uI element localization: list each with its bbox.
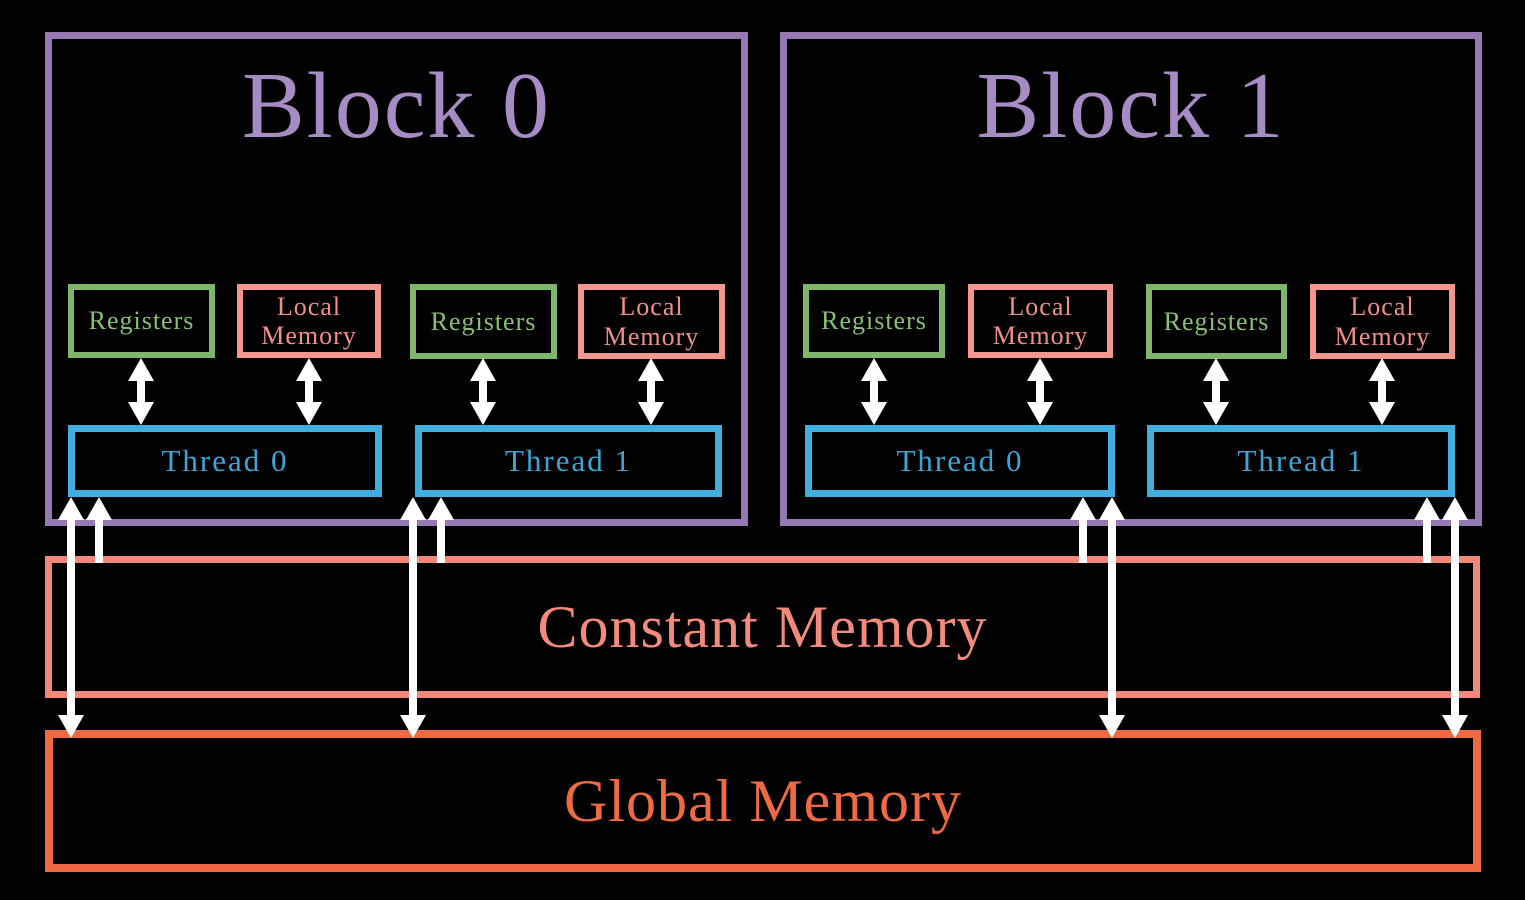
arrow-shaft <box>479 375 487 408</box>
registers-label: Registers <box>430 306 537 336</box>
arrow-shaft <box>1108 514 1116 721</box>
arrow-b0-registers1-thread1 <box>470 358 496 425</box>
arrow-shaft <box>137 375 145 408</box>
arrowhead-up-icon <box>58 497 84 520</box>
arrow-shaft <box>305 375 313 408</box>
arrowhead-up-icon <box>128 358 154 381</box>
arrowhead-up-icon <box>1099 497 1125 520</box>
arrowhead-down-icon <box>1099 715 1125 738</box>
arrow-shaft <box>409 514 417 721</box>
block-1-thread-0-box: Thread 0 <box>805 425 1115 497</box>
block-0-thread-0-box: Thread 0 <box>68 425 382 497</box>
arrowhead-down-icon <box>1369 402 1395 425</box>
arrow-shaft <box>1036 375 1044 408</box>
arrow-shaft <box>95 514 103 563</box>
arrowhead-down-icon <box>296 402 322 425</box>
arrow-b0-localmem0-thread0 <box>296 358 322 425</box>
arrow-constant-memory-b1-thread1 <box>1414 497 1440 563</box>
arrowhead-down-icon <box>861 402 887 425</box>
block-0-thread-1-registers-box: Registers <box>410 284 557 359</box>
arrow-b0-thread0-global-memory <box>58 497 84 738</box>
thread-label: Thread 0 <box>896 443 1024 478</box>
block-0-thread-1-local-memory-box: Local Memory <box>578 284 725 359</box>
arrow-shaft <box>1423 514 1431 563</box>
arrow-shaft <box>67 514 75 721</box>
block-0-title: Block 0 <box>241 54 552 158</box>
block-0-thread-0-registers-box: Registers <box>68 284 215 358</box>
global-memory-label: Global Memory <box>564 767 962 834</box>
arrow-b0-localmem1-thread1 <box>638 358 664 425</box>
arrow-constant-memory-b0-thread0 <box>86 497 112 563</box>
registers-label: Registers <box>821 306 927 336</box>
arrow-shaft <box>1451 514 1459 721</box>
block-0-thread-0-local-memory-box: Local Memory <box>237 284 381 358</box>
arrowhead-up-icon <box>1414 497 1440 520</box>
local-memory-label: Local Memory <box>1334 292 1431 351</box>
arrow-b0-registers0-thread0 <box>128 358 154 425</box>
block-1-thread-1-registers-box: Registers <box>1146 284 1287 359</box>
arrowhead-down-icon <box>1442 715 1468 738</box>
arrowhead-down-icon <box>58 715 84 738</box>
arrowhead-up-icon <box>1369 358 1395 381</box>
local-memory-label: Local Memory <box>261 291 357 350</box>
arrowhead-down-icon <box>128 402 154 425</box>
constant-memory-label: Constant Memory <box>537 593 988 660</box>
arrow-shaft <box>437 514 445 563</box>
arrowhead-up-icon <box>1442 497 1468 520</box>
arrowhead-down-icon <box>638 402 664 425</box>
block-1-thread-0-local-memory-box: Local Memory <box>968 284 1113 358</box>
block-1-thread-1-box: Thread 1 <box>1147 425 1455 497</box>
constant-memory-box: Constant Memory <box>45 556 1480 698</box>
arrow-b1-localmem1-thread1 <box>1369 358 1395 425</box>
arrowhead-up-icon <box>470 358 496 381</box>
registers-label: Registers <box>88 306 195 336</box>
arrow-b1-thread0-global-memory <box>1099 497 1125 738</box>
arrowhead-down-icon <box>470 402 496 425</box>
arrow-shaft <box>647 375 655 408</box>
block-0: Block 0 Registers Local Memory Registers… <box>45 32 748 526</box>
local-memory-label: Local Memory <box>603 292 700 351</box>
arrowhead-up-icon <box>86 497 112 520</box>
arrow-b1-thread1-global-memory <box>1442 497 1468 738</box>
arrow-constant-memory-b1-thread0 <box>1070 497 1096 563</box>
block-1-thread-1-local-memory-box: Local Memory <box>1310 284 1455 359</box>
arrow-b1-localmem0-thread0 <box>1027 358 1053 425</box>
block-1-thread-0-registers-box: Registers <box>803 284 945 358</box>
arrowhead-down-icon <box>1027 402 1053 425</box>
block-1-title: Block 1 <box>976 54 1286 158</box>
block-0-thread-1-box: Thread 1 <box>415 425 722 497</box>
thread-label: Thread 1 <box>504 443 633 478</box>
thread-label: Thread 0 <box>161 443 289 478</box>
arrow-shaft <box>1079 514 1087 563</box>
arrow-b0-thread1-global-memory <box>400 497 426 738</box>
arrowhead-up-icon <box>400 497 426 520</box>
arrow-b1-registers0-thread0 <box>861 358 887 425</box>
arrowhead-up-icon <box>638 358 664 381</box>
arrowhead-up-icon <box>1203 358 1229 381</box>
arrowhead-up-icon <box>1070 497 1096 520</box>
arrowhead-down-icon <box>1203 402 1229 425</box>
arrow-shaft <box>870 375 878 408</box>
arrowhead-up-icon <box>428 497 454 520</box>
arrow-shaft <box>1212 375 1220 408</box>
arrow-b1-registers1-thread1 <box>1203 358 1229 425</box>
arrowhead-up-icon <box>1027 358 1053 381</box>
thread-label: Thread 1 <box>1237 443 1365 478</box>
block-1: Block 1 Registers Local Memory Registers… <box>780 32 1482 526</box>
arrow-shaft <box>1378 375 1386 408</box>
arrow-constant-memory-b0-thread1 <box>428 497 454 563</box>
registers-label: Registers <box>1163 306 1270 336</box>
global-memory-box: Global Memory <box>45 730 1481 872</box>
arrowhead-up-icon <box>296 358 322 381</box>
local-memory-label: Local Memory <box>992 291 1089 350</box>
arrowhead-down-icon <box>400 715 426 738</box>
arrowhead-up-icon <box>861 358 887 381</box>
